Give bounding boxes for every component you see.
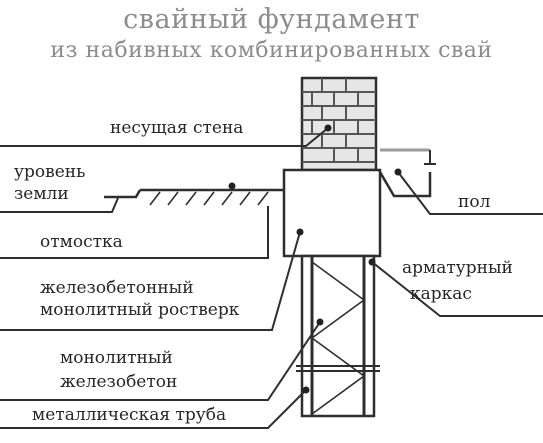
label-grillage-line2: монолитный ростверк (40, 300, 240, 320)
label-floor: пол (458, 192, 491, 212)
label-rebar-cage-line2: каркас (410, 284, 472, 304)
diagram-subtitle: из набивных комбинированных свай (50, 38, 493, 63)
label-grillage-line1: железобетонный (40, 278, 194, 298)
brick-wall (300, 76, 378, 172)
ground-level (104, 188, 284, 206)
label-rebar-cage-line1: арматурный (402, 258, 513, 278)
diagram-title: свайный фундамент (123, 4, 420, 35)
leader-dots (228, 124, 402, 394)
label-concrete-line1: монолитный (60, 348, 173, 368)
label-blind-area: отмостка (40, 232, 123, 252)
label-metal-pipe: металлическая труба (32, 405, 227, 425)
label-ground-level-line1: уровень (14, 162, 86, 182)
label-load-bearing-wall: несущая стена (110, 118, 244, 138)
floor (378, 148, 436, 198)
pile (296, 254, 380, 418)
label-ground-level-line2: земли (14, 184, 69, 204)
label-concrete-line2: железобетон (60, 372, 178, 392)
grillage-block (282, 168, 382, 258)
leader-lines (0, 127, 543, 429)
